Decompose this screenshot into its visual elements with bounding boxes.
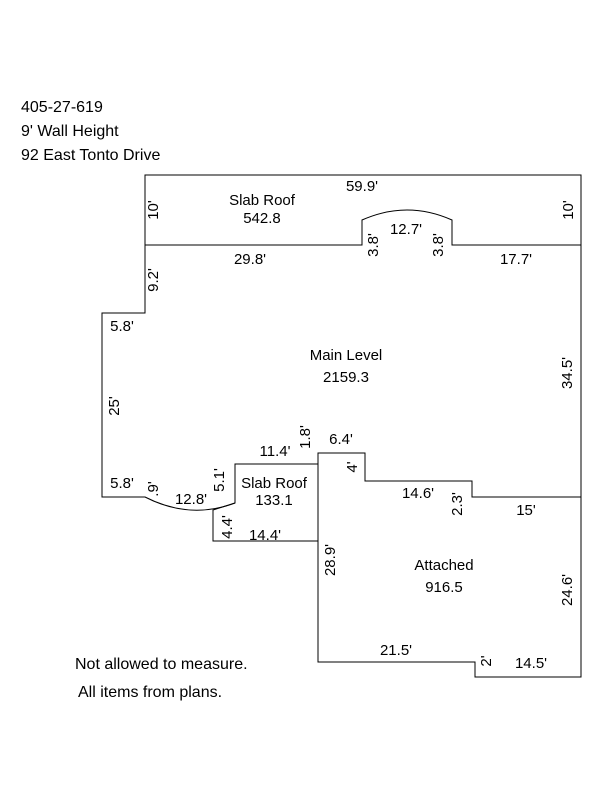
dim-attach-top: 6.4': [329, 431, 353, 448]
main-level-label: Main Level: [310, 347, 383, 364]
attached-area: 916.5: [425, 579, 463, 596]
dim-right-main: 34.5': [559, 357, 576, 389]
main-level-area: 2159.3: [323, 369, 369, 386]
slab-roof-top-label: Slab Roof: [229, 192, 296, 209]
note-line-2: All items from plans.: [78, 684, 222, 701]
dim-top-bottom-right: 17.7': [500, 251, 532, 268]
slab-roof-small-outline: [212, 464, 319, 542]
dim-attach-bottom: 21.5': [380, 642, 412, 659]
main-level-outline: [101, 245, 582, 511]
dim-attach-right: 24.6': [559, 574, 576, 606]
dim-small-left: 5.1': [211, 468, 228, 492]
dim-attach-top-right: 15': [516, 502, 536, 519]
dim-top-width: 59.9': [346, 178, 378, 195]
dim-bay-width: 12.7': [390, 221, 422, 238]
parcel-id: 405-27-619: [21, 99, 103, 116]
dim-small-notch: 1.8': [297, 425, 314, 449]
slab-roof-small-area: 133.1: [255, 492, 293, 509]
dim-small-top: 11.4': [260, 443, 291, 460]
dim-attach-step-height: 2.3': [449, 492, 466, 516]
dim-bay-right: 3.8': [430, 233, 447, 257]
dim-top-right-height: 10': [560, 200, 577, 220]
dim-bottom-bay-end: .9': [145, 481, 162, 497]
attached-outline: [317, 497, 582, 678]
dim-small-bottom: 14.4': [249, 527, 281, 544]
dim-bottom-bay: 12.8': [175, 491, 207, 508]
dim-attach-bottom-notch: 2': [478, 655, 495, 666]
dim-attach-left: 28.9': [322, 544, 339, 576]
dim-attach-notch: 4': [344, 461, 361, 472]
slab-roof-small-label: Slab Roof: [241, 475, 308, 492]
dim-bottom-left-step: 5.8': [110, 475, 134, 492]
slab-roof-top-outline: [144, 174, 582, 246]
dim-left-long: 25': [106, 396, 123, 416]
dim-left-upper: 9.2': [145, 268, 162, 292]
dim-attach-step: 14.6': [402, 485, 434, 502]
slab-roof-top-area: 542.8: [243, 210, 281, 227]
dim-bay-left: 3.8': [365, 233, 382, 257]
dim-top-bottom-left: 29.8': [234, 251, 266, 268]
attached-label: Attached: [414, 557, 473, 574]
dim-attach-bottom-right: 14.5': [515, 655, 547, 672]
wall-height: 9' Wall Height: [21, 123, 119, 140]
address: 92 East Tonto Drive: [21, 147, 160, 164]
note-line-1: Not allowed to measure.: [75, 656, 248, 673]
dim-top-left-height: 10': [145, 200, 162, 220]
dim-left-step: 5.8': [110, 318, 134, 335]
dim-small-side: 4.4': [219, 515, 236, 539]
